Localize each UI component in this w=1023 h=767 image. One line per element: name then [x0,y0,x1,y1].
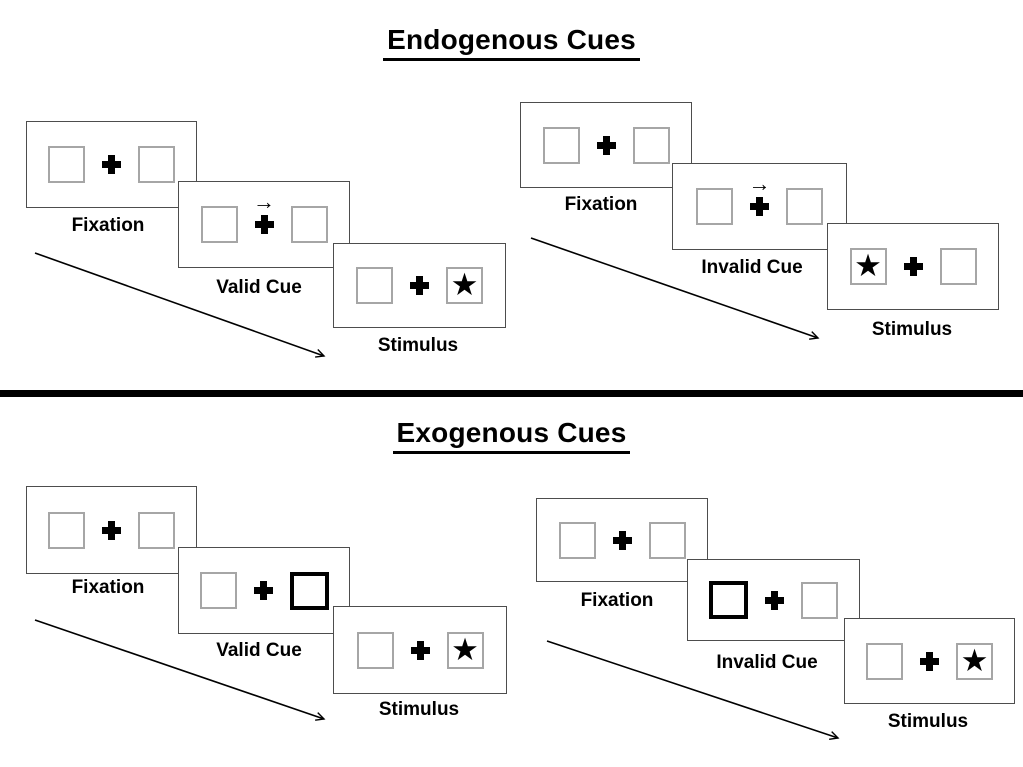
left-box [558,521,596,559]
left-box [48,511,85,549]
stimulus-label: Stimulus [871,319,953,340]
left-box [542,126,580,164]
fixation-card [26,486,197,574]
star-icon: ★ [854,248,882,283]
left-box [48,146,85,183]
right-box [786,188,823,225]
cue-box [709,581,748,619]
fixation-cross-icon: → [749,173,771,216]
fixation-cross-icon: → [253,191,275,234]
fixation-cross-icon [920,651,939,671]
fixation-cross-icon [253,581,273,600]
stimulus-card: ★ [844,618,1015,704]
cue-arrow-icon: → [253,189,275,214]
right-box [632,126,670,164]
right-box: ★ [956,642,993,680]
left-box [696,188,733,225]
star-icon: ★ [450,267,479,302]
section-title-endogenous: Endogenous Cues [383,24,640,61]
right-box [290,206,328,243]
stimulus-card: ★ [333,243,506,328]
left-box [356,267,393,304]
right-box [648,521,686,559]
stimulus-label: Stimulus [378,699,460,720]
stimulus-label: Stimulus [377,335,459,356]
left-box [356,631,394,669]
fixation-card [536,498,708,582]
right-box [801,581,838,619]
fixation-cross-icon [765,590,784,610]
cue-label: Valid Cue [216,640,302,661]
stimulus-label: Stimulus [887,711,969,732]
fixation-label: Fixation [71,577,145,598]
cue-box [289,571,329,610]
left-box [866,642,903,680]
right-box [138,511,175,549]
fixation-cross-icon [102,520,121,540]
fixation-card [26,121,197,208]
fixation-label: Fixation [580,590,654,611]
cue-arrow-icon: → [748,171,771,196]
left-box [200,206,238,243]
star-icon: ★ [960,642,989,678]
time-arrow-icon [34,252,326,358]
cue-label: Invalid Cue [701,257,803,278]
stimulus-card: ★ [827,223,999,310]
fixation-card [520,102,692,188]
fixation-cross-icon [596,135,616,155]
section-header-endogenous: Endogenous Cues [0,24,1023,61]
fixation-cross-icon [410,640,430,660]
cue-card: → [178,181,350,268]
fixation-label: Fixation [71,215,145,236]
fixation-cross-icon [612,530,632,550]
right-box [939,248,977,285]
time-arrow-icon [34,619,326,721]
time-arrow-icon [530,237,820,340]
left-box [199,572,237,609]
section-divider [0,390,1023,397]
right-box: ★ [446,631,484,669]
fixation-label: Fixation [564,194,638,215]
section-title-exogenous: Exogenous Cues [392,417,631,454]
star-icon: ★ [451,631,479,667]
section-header-exogenous: Exogenous Cues [0,417,1023,454]
fixation-cross-icon [102,155,121,174]
cue-label: Valid Cue [216,277,302,298]
fixation-cross-icon [410,276,429,295]
left-box: ★ [849,248,887,285]
right-box: ★ [446,267,483,304]
fixation-cross-icon [903,257,923,276]
cue-card: → [672,163,847,250]
right-box [138,146,175,183]
cue-card [178,547,350,634]
cue-label: Invalid Cue [716,652,818,673]
cue-card [687,559,860,641]
stimulus-card: ★ [333,606,507,694]
